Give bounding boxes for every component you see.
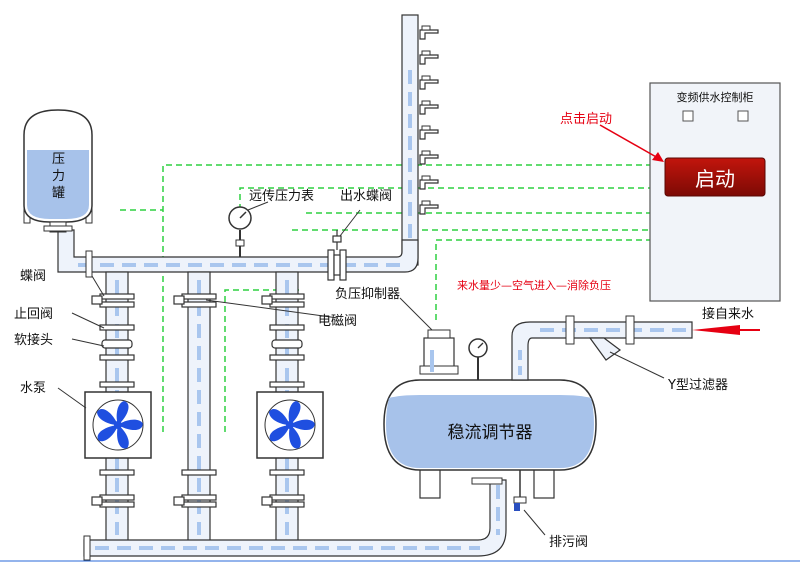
tank-label-1: 压	[52, 152, 65, 167]
drain-valve-label: 排污阀	[549, 535, 588, 550]
pressure-tank: 压 力 罐	[23, 109, 93, 233]
tank-label-3: 罐	[52, 186, 65, 201]
pump-right	[256, 391, 324, 459]
outlet-valve-label: 出水蝶阀	[340, 189, 392, 204]
check-valve-label: 止回阀	[14, 307, 53, 322]
remote-gauge-label: 远传压力表	[249, 189, 314, 204]
tank-label-2: 力	[52, 169, 65, 184]
air-note: 来水量少—空气进入—消除负压	[457, 278, 611, 292]
pump-left	[84, 391, 152, 459]
signal-lines	[120, 164, 655, 432]
inlet-pipe	[511, 315, 760, 381]
negative-pressure-suppressor	[419, 329, 459, 375]
start-button-label: 启动	[695, 167, 735, 191]
start-button[interactable]: 启动	[664, 157, 766, 197]
pump-label: 水泵	[20, 381, 46, 396]
butterfly-valve-label: 蝶阀	[20, 269, 46, 284]
outlet-butterfly-valve	[327, 230, 347, 281]
start-pointer	[599, 124, 664, 162]
y-filter-label: Y型过滤器	[667, 378, 728, 393]
header-pipe	[57, 229, 419, 278]
stabilizer-gauge	[468, 338, 488, 380]
remote-pressure-gauge	[228, 206, 252, 257]
cabinet-title: 变频供水控制柜	[677, 90, 754, 104]
faucets	[419, 25, 439, 215]
stabilizer-tank: 稳流调节器	[383, 379, 597, 511]
soft-joint-label: 软接头	[14, 332, 53, 348]
leader-lines	[57, 201, 665, 536]
solenoid-valve-label: 电磁阀	[318, 314, 357, 329]
stabilizer-label: 稳流调节器	[448, 423, 533, 443]
neg-suppressor-label: 负压抑制器	[335, 287, 400, 302]
inlet-label: 接自来水	[702, 306, 754, 322]
valves-on-branches	[91, 293, 305, 508]
click-start-label: 点击启动	[560, 112, 612, 127]
riser-pipe	[401, 14, 419, 266]
suction-pipe	[83, 479, 507, 561]
